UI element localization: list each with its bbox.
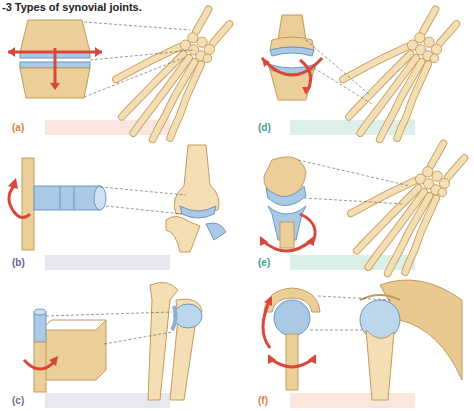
label-box	[45, 255, 170, 270]
condylar-joint-model	[300, 214, 315, 244]
leader-line	[100, 187, 186, 214]
plane-joint-model	[50, 83, 60, 90]
leader-line	[318, 296, 392, 300]
pivot-joint-model	[34, 309, 46, 315]
elbow-skeleton	[174, 145, 219, 214]
panel-letter: (f)	[258, 395, 268, 406]
hand-skeleton	[331, 123, 474, 286]
leader-line	[298, 160, 410, 204]
shoulder-skeleton	[366, 330, 394, 400]
label-box	[290, 393, 415, 408]
pivot-joint-model	[34, 312, 46, 342]
hand-skeleton	[323, 0, 470, 152]
hinge-joint-model	[8, 158, 106, 250]
saddle-joint-model	[262, 15, 322, 100]
hinge-joint-model	[22, 158, 34, 250]
leader-line	[314, 68, 372, 104]
leader-line	[306, 40, 370, 95]
leader-line	[46, 312, 172, 344]
panel-letter: (e)	[258, 257, 270, 268]
plane-joint-model	[20, 20, 90, 52]
ball-socket-joint-model	[274, 300, 310, 336]
condylar-joint-model	[266, 186, 306, 206]
leader-line	[84, 22, 195, 97]
leader-line	[106, 206, 182, 214]
condylar-joint-model	[260, 236, 314, 246]
forearm-skeleton	[170, 299, 202, 400]
shoulder-skeleton	[360, 280, 462, 400]
condylar-joint-model	[280, 222, 294, 248]
leader-line	[304, 198, 404, 204]
leader-line	[84, 58, 183, 97]
forearm-skeleton	[174, 304, 202, 328]
figure-title: -3 Types of synovial joints.	[2, 1, 142, 13]
saddle-joint-model	[262, 58, 270, 67]
ball-socket-joint-model	[264, 296, 272, 306]
panel-letter: (c)	[12, 395, 24, 406]
hand-skeleton	[96, 0, 243, 152]
hinge-joint-model	[8, 178, 18, 189]
saddle-joint-model	[262, 58, 322, 75]
ball-socket-joint-model	[263, 300, 270, 348]
ball-socket-joint-model	[286, 334, 298, 390]
ball-socket-joint-model	[270, 358, 314, 367]
leader-line	[298, 160, 410, 186]
leader-line	[84, 22, 190, 30]
pivot-joint-model	[40, 320, 106, 330]
condylar-joint-model	[262, 240, 312, 251]
elbow-skeleton	[206, 223, 226, 240]
hand-skeleton	[323, 0, 470, 152]
panel-letter: (a)	[12, 122, 24, 133]
pivot-joint-model	[49, 356, 58, 366]
hand-skeleton	[96, 0, 243, 152]
leader-line	[310, 296, 392, 330]
saddle-joint-model	[278, 15, 306, 40]
leader-line	[310, 330, 362, 331]
ball-socket-joint-model	[263, 288, 320, 390]
condylar-joint-model	[260, 157, 315, 251]
leader-line	[90, 50, 195, 60]
elbow-skeleton	[166, 145, 226, 252]
saddle-joint-model	[300, 60, 311, 90]
elbow-skeleton	[166, 216, 200, 252]
hinge-joint-model	[9, 186, 30, 218]
forearm-skeleton	[148, 282, 202, 400]
panel-letter: (d)	[258, 122, 271, 133]
hand-skeleton	[331, 123, 474, 286]
elbow-skeleton	[180, 206, 216, 218]
saddle-joint-model	[270, 47, 314, 56]
plane-joint-model	[8, 20, 102, 98]
hinge-joint-model	[94, 186, 106, 210]
forearm-skeleton	[172, 306, 176, 330]
saddle-joint-model	[302, 87, 310, 95]
hinge-joint-model	[60, 186, 74, 210]
plane-joint-model	[54, 48, 57, 88]
leader-line	[46, 312, 172, 316]
panel-letter: (b)	[12, 257, 25, 268]
leader-line	[104, 332, 172, 344]
ball-socket-joint-model	[268, 354, 316, 364]
leader-line	[306, 40, 372, 104]
label-box	[45, 120, 170, 135]
leader-line	[100, 187, 186, 195]
pivot-joint-model	[24, 309, 106, 392]
pivot-joint-model	[40, 320, 106, 380]
